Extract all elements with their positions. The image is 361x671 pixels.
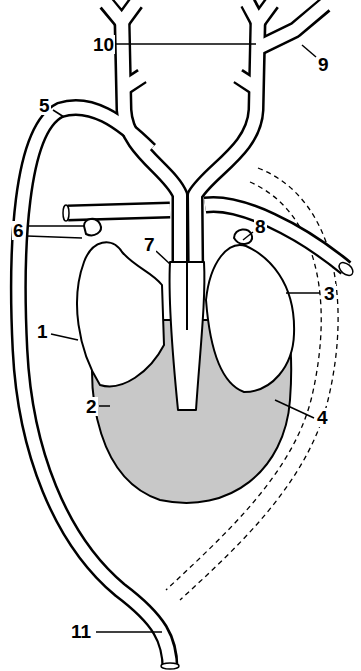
callout-number: 1 — [36, 322, 49, 341]
leader-line — [99, 405, 110, 407]
leader-line — [53, 110, 64, 117]
callout-number: 5 — [38, 96, 51, 115]
callout-number: 2 — [85, 397, 98, 416]
leader-line — [116, 43, 256, 45]
vessel-opening — [337, 260, 356, 278]
atrium — [77, 242, 164, 386]
callout-number: 4 — [316, 408, 329, 427]
leader-line — [286, 292, 320, 294]
conus — [169, 262, 204, 410]
branch-vessel — [246, 0, 274, 22]
callout-number: 10 — [92, 35, 115, 54]
leader-lines — [27, 44, 320, 632]
callout-number: 3 — [323, 284, 336, 303]
callout-number: 9 — [317, 55, 330, 74]
callout-number: 6 — [12, 221, 25, 240]
vein-opening — [234, 229, 252, 244]
cross-vessel — [65, 210, 170, 213]
leader-line — [27, 226, 84, 238]
leader-line — [96, 631, 162, 633]
leader-line — [302, 45, 316, 57]
branch-vessel — [258, 2, 328, 48]
callout-number: 7 — [143, 235, 156, 254]
septum — [186, 262, 188, 330]
callout-number: 11 — [70, 622, 92, 641]
branch-stub — [124, 75, 256, 88]
leader-line — [156, 251, 170, 264]
vessel-opening — [161, 663, 179, 669]
leader-line — [275, 400, 314, 418]
vessel-opening — [63, 205, 69, 221]
leader-line — [51, 334, 78, 340]
branch-vessel — [104, 0, 138, 22]
branch-stub — [124, 76, 256, 88]
vessel-interiors — [18, 0, 348, 671]
atrium — [206, 245, 294, 392]
leader-line — [243, 232, 253, 240]
left-arch — [122, 14, 180, 300]
vein-opening — [84, 219, 101, 235]
callout-number: 8 — [254, 217, 267, 236]
